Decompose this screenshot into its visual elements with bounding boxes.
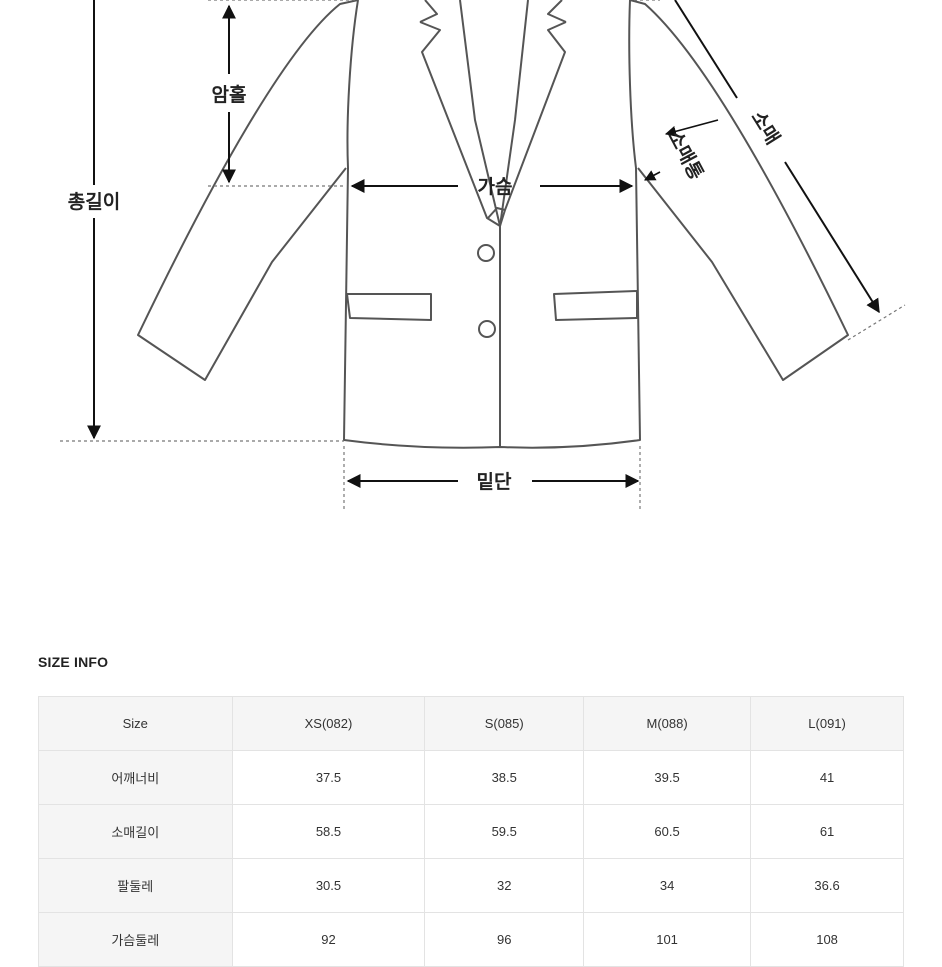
table-cell: 60.5 — [583, 804, 752, 859]
table-cell: 108 — [750, 912, 904, 967]
table-cell: 58.5 — [231, 804, 426, 859]
table-cell: 37.5 — [231, 750, 426, 805]
table-header-row: Size XS(082) S(085) M(088) L(091) — [38, 696, 904, 751]
label-sleeve: 소매 — [746, 107, 783, 148]
label-hem: 밑단 — [477, 471, 512, 493]
size-info-title: SIZE INFO — [38, 654, 109, 670]
header-l: L(091) — [750, 696, 904, 751]
header-xs: XS(082) — [231, 696, 426, 751]
jacket-measurement-diagram: 암홀 총길이 가슴 밑단 소매 소매통 — [60, 0, 906, 512]
table-row: 팔둘레 30.5 32 34 36.6 — [38, 858, 904, 913]
header-m: M(088) — [583, 696, 752, 751]
table-row: 소매길이 58.5 59.5 60.5 61 — [38, 804, 904, 859]
table-cell: 36.6 — [750, 858, 904, 913]
table-cell: 32 — [424, 858, 585, 913]
table-cell: 39.5 — [583, 750, 752, 805]
label-total-length: 총길이 — [68, 191, 120, 213]
row-label: 소매길이 — [38, 804, 233, 859]
jacket-outline — [137, 0, 849, 449]
measure-arrows — [87, 0, 880, 488]
table-cell: 101 — [583, 912, 752, 967]
table-row: 가슴둘레 92 96 101 108 — [38, 912, 904, 967]
label-sleeve-width: 소매통 — [663, 127, 707, 184]
table-cell: 92 — [231, 912, 426, 967]
table-cell: 30.5 — [231, 858, 426, 913]
guide-lines — [60, 0, 906, 512]
table-cell: 61 — [750, 804, 904, 859]
row-label: 어깨너비 — [38, 750, 233, 805]
label-chest: 가슴 — [478, 176, 513, 198]
table-cell: 96 — [424, 912, 585, 967]
size-info-table: Size XS(082) S(085) M(088) L(091) 어깨너비 3… — [38, 696, 904, 967]
table-cell: 41 — [750, 750, 904, 805]
table-cell: 38.5 — [424, 750, 585, 805]
label-armhole: 암홀 — [212, 83, 247, 106]
table-cell: 59.5 — [424, 804, 585, 859]
row-label: 팔둘레 — [38, 858, 233, 913]
header-s: S(085) — [424, 696, 585, 751]
table-row: 어깨너비 37.5 38.5 39.5 41 — [38, 750, 904, 805]
row-label: 가슴둘레 — [38, 912, 233, 967]
header-size: Size — [38, 696, 233, 751]
table-cell: 34 — [583, 858, 752, 913]
